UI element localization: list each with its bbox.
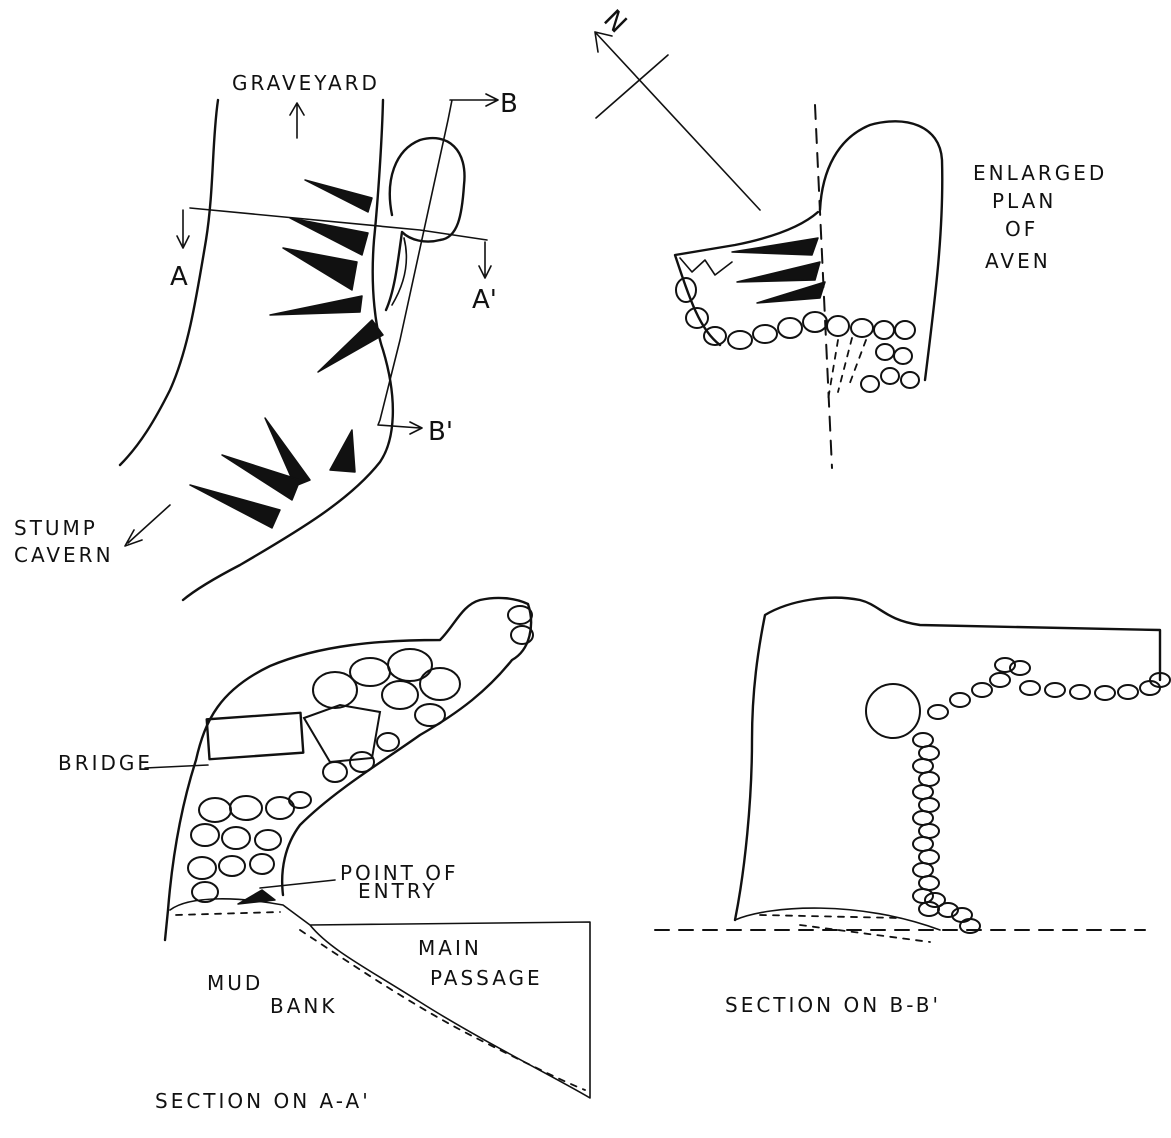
boulder — [927, 704, 949, 720]
marker-a-prime-arrow — [478, 241, 492, 279]
aven-plan: ENLARGED PLAN OF AVEN — [673, 104, 1107, 469]
plan-right-wall — [181, 98, 395, 602]
boulder — [918, 849, 940, 865]
boulder — [912, 784, 934, 800]
stump-cavern-arrow-icon — [124, 504, 171, 547]
graveyard-label: GRAVEYARD — [232, 71, 380, 95]
section-bb-mound-hatch — [759, 914, 931, 943]
boulder — [912, 810, 934, 826]
marker-b: B — [500, 89, 518, 119]
section-aa-caption: SECTION ON A-A' — [155, 1089, 371, 1113]
plan-aven-inner — [391, 237, 408, 306]
north-arrow: N — [594, 4, 761, 211]
section-bb-caption: SECTION ON B-B' — [725, 993, 941, 1017]
boulder — [1044, 682, 1066, 698]
aven-wedge — [731, 237, 819, 256]
section-aa-outline — [163, 596, 533, 942]
plan-aven-outline — [384, 137, 466, 312]
section-aa-boulders — [187, 605, 534, 903]
aven-title-line-1: ENLARGED — [973, 161, 1107, 185]
boulder — [1069, 684, 1091, 700]
entry-point-mark — [237, 889, 276, 905]
boulder — [918, 823, 940, 839]
aven-title-line-4: AVEN — [985, 249, 1051, 273]
boulder — [994, 657, 1016, 673]
plan-view: GRAVEYARD A A' B B' STUMP CAVERN — [14, 71, 518, 602]
section-bb: SECTION ON B-B' — [654, 596, 1171, 1017]
mud-bank-top — [175, 911, 281, 916]
aven-title-line-2: PLAN — [992, 189, 1056, 213]
section-bb-mound — [734, 907, 941, 931]
marker-a: A — [170, 262, 188, 292]
bridge-leader — [144, 764, 209, 769]
aven-wedge — [736, 261, 821, 283]
section-aa-floor — [169, 898, 591, 1099]
section-line-b — [377, 93, 499, 435]
boulder — [912, 758, 934, 774]
aven-title-line-3: OF — [1005, 217, 1038, 241]
boulder — [912, 862, 934, 878]
marker-b-prime: B' — [428, 417, 453, 447]
section-bb-boulder-chain — [912, 657, 1171, 934]
section-aa: BRIDGE POINT OF ENTRY MAIN PASSAGE MUD B… — [58, 596, 591, 1113]
boulder — [1019, 680, 1041, 696]
boulder — [1117, 684, 1139, 700]
aven-blocks — [679, 257, 733, 276]
section-bb-outline — [733, 596, 1162, 922]
boulder — [949, 692, 971, 708]
section-bb-large-boulder — [865, 683, 921, 739]
boulder — [918, 771, 940, 787]
boulder — [1009, 660, 1031, 676]
boulder — [912, 836, 934, 852]
boulder — [1149, 672, 1171, 688]
marker-a-arrow — [176, 209, 190, 249]
boulder — [959, 918, 981, 934]
stump-label-line-2: CAVERN — [14, 543, 114, 567]
plan-wedge — [304, 179, 373, 213]
boulder — [918, 901, 940, 917]
plan-wedge — [329, 429, 356, 473]
mud-bank-label-line-2: BANK — [270, 994, 337, 1018]
marker-a-prime: A' — [472, 285, 497, 315]
entry-leader — [259, 879, 336, 889]
boulder — [989, 672, 1011, 688]
aven-passage-outline — [673, 210, 820, 347]
plan-wedge — [221, 454, 301, 501]
boulder — [912, 888, 934, 904]
stump-label-line-1: STUMP — [14, 516, 98, 540]
plan-wedge — [289, 217, 369, 256]
plan-wedge — [317, 319, 384, 373]
section-line-a — [189, 207, 488, 241]
boulder — [971, 682, 993, 698]
entry-label-line-2: ENTRY — [358, 879, 438, 903]
boulder — [1094, 685, 1116, 701]
north-arrow-icon — [594, 31, 761, 211]
mud-bank-line — [299, 929, 586, 1091]
aven-boulder-chain — [675, 277, 920, 393]
aven-wedge — [756, 281, 826, 304]
aven-outline — [818, 120, 944, 382]
plan-wedge — [264, 417, 311, 487]
boulder — [918, 875, 940, 891]
mud-bank-label-line-1: MUD — [207, 971, 263, 995]
boulder — [937, 902, 959, 918]
boulder — [924, 892, 946, 908]
aven-hatch — [827, 337, 867, 401]
boulder — [912, 732, 934, 748]
boulder — [918, 797, 940, 813]
plan-wedge — [189, 484, 281, 529]
boulder — [918, 745, 940, 761]
entry-label-line-1: POINT OF — [340, 861, 458, 885]
plan-wedge — [269, 295, 363, 316]
main-passage-label-line-1: MAIN — [418, 936, 482, 960]
graveyard-arrow-icon — [289, 102, 305, 139]
plan-left-wall — [118, 98, 220, 467]
main-passage-label-line-2: PASSAGE — [430, 966, 543, 990]
bridge-label: BRIDGE — [58, 751, 153, 775]
plan-wedge — [282, 247, 358, 291]
bridge-block — [205, 711, 305, 761]
